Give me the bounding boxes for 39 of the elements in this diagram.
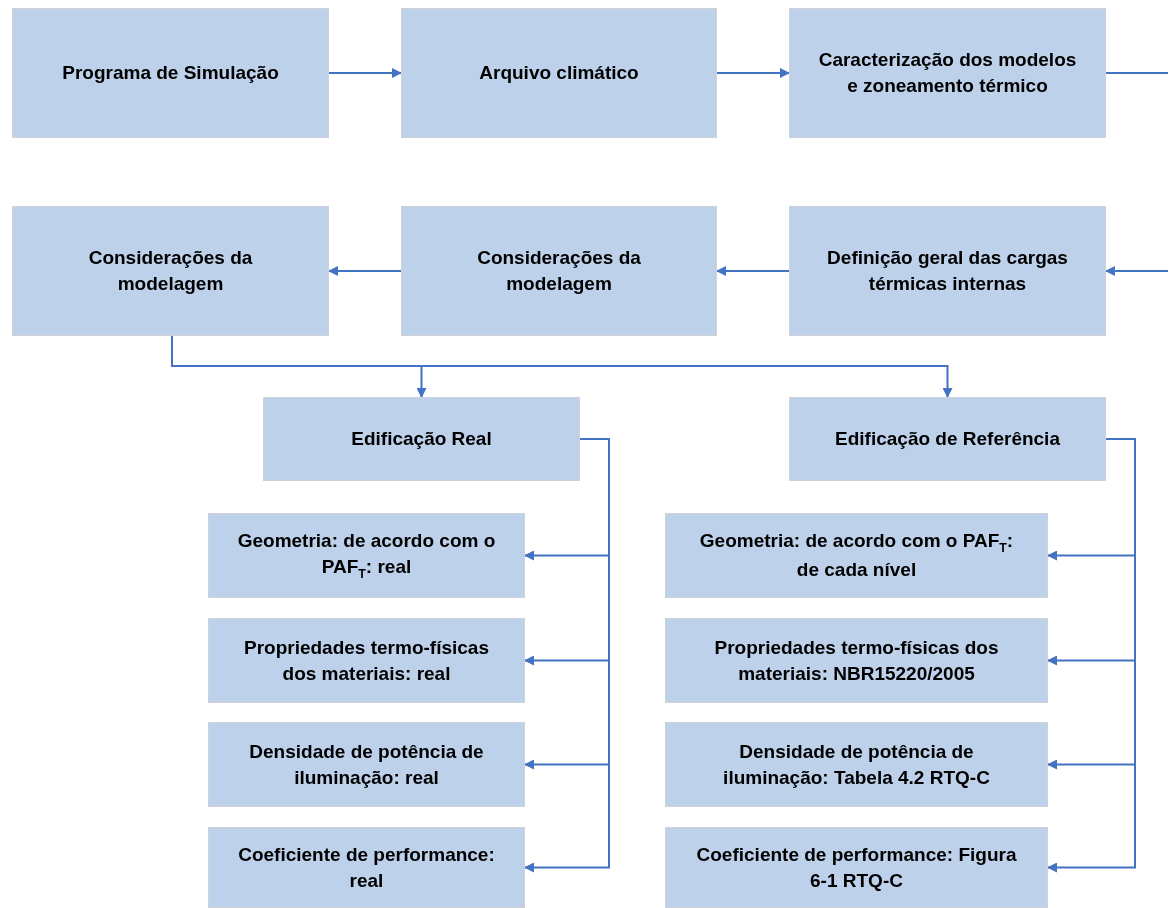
process-box xyxy=(401,8,717,138)
box-label: Coeficiente de performance: real xyxy=(237,842,496,893)
box-label: Programa de Simulação xyxy=(62,61,279,86)
box-label: Densidade de potência de iluminação: real xyxy=(248,739,485,790)
process-box xyxy=(665,513,1048,598)
process-box xyxy=(12,8,329,138)
box-label: Definição geral das cargas térmicas internas xyxy=(826,246,1069,296)
process-box xyxy=(789,8,1106,138)
process-box xyxy=(208,513,525,598)
box-label: Edificação de Referência xyxy=(835,427,1060,452)
box-label: Edificação Real xyxy=(351,427,492,452)
process-box xyxy=(789,206,1106,336)
box-label: Geometria: de acordo com o PAF$_{T}$: real xyxy=(236,529,497,583)
box-label: Densidade de potência de iluminação: Tabela 4.2 RTQ-C xyxy=(722,739,991,790)
arrow xyxy=(716,266,790,276)
box-label: Geometria: de acordo com o PAF$_{T}$: de cada nível xyxy=(698,529,1015,582)
arrow xyxy=(1047,438,1136,873)
box-label: Considerações da modelagem xyxy=(87,246,254,296)
process-box xyxy=(401,206,717,336)
box-label: Caracterização dos modelos e zoneamento térmico xyxy=(817,48,1078,98)
arrow xyxy=(1105,266,1169,276)
process-box xyxy=(665,827,1048,908)
process-box xyxy=(208,827,525,908)
process-box xyxy=(665,618,1048,703)
arrow xyxy=(328,68,402,78)
process-box xyxy=(208,618,525,703)
arrow xyxy=(716,68,790,78)
box-label: Coeficiente de performance: Figura 6-1 RTQ-C xyxy=(695,842,1018,893)
box-label: Arquivo climático xyxy=(479,61,639,86)
box-label: Propriedades termo-físicas dos materiais: real xyxy=(243,635,490,686)
box-label: Considerações da modelagem xyxy=(476,246,642,296)
process-box xyxy=(208,722,525,807)
process-box xyxy=(12,206,329,336)
arrow xyxy=(524,438,610,873)
process-box xyxy=(263,397,580,481)
process-box xyxy=(789,397,1106,481)
box-label: Propriedades termo-físicas dos materiais: NBR15220/2005 xyxy=(713,635,1000,686)
arrow xyxy=(328,266,402,276)
process-box xyxy=(665,722,1048,807)
